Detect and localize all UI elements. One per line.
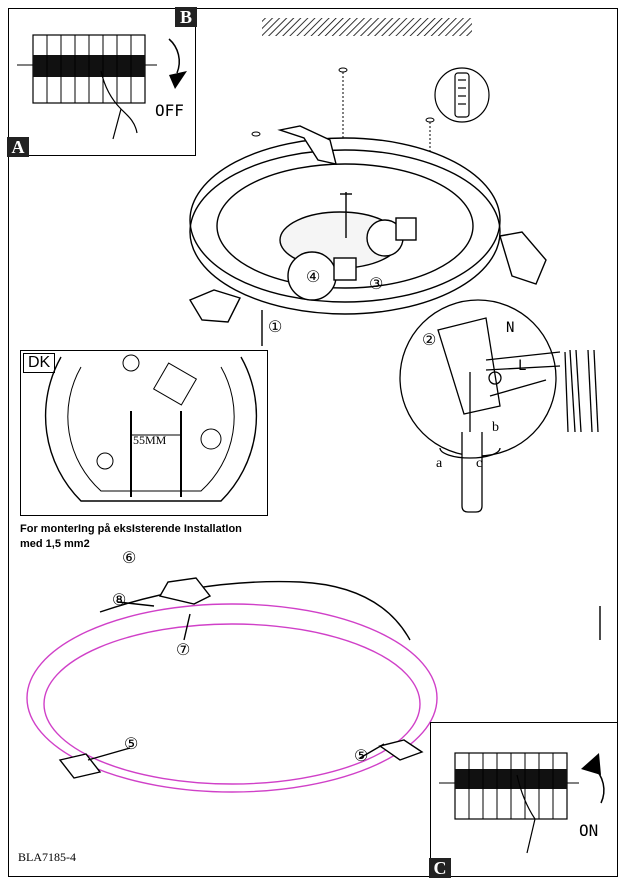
wire-n-label: N [506, 320, 515, 336]
wiring-callout [399, 299, 599, 513]
step-1-label: ① [268, 317, 283, 336]
page-frame [8, 8, 618, 877]
dk-tag: DK [23, 353, 56, 373]
tag-a: A [7, 137, 29, 157]
lamp-base [188, 125, 547, 346]
step-5-right-label: ⑤ [354, 746, 369, 765]
step-5-left-label: ⑤ [124, 734, 139, 753]
arrow-a-label: a [436, 456, 443, 471]
off-label: OFF [155, 101, 184, 120]
document-code: BLA7185-4 [18, 850, 76, 864]
glass-dome [26, 577, 601, 793]
breaker-on-illustration [439, 752, 605, 854]
arrow-down-icon [169, 71, 187, 89]
arrow-b-label: b [492, 420, 499, 435]
wire-l-label: L [518, 358, 527, 374]
panel-dk: DK 55MM [20, 350, 268, 516]
breaker-off-illustration [17, 34, 187, 140]
dowel-callout [434, 67, 490, 123]
step-4-label: ④ [306, 267, 321, 286]
step-8-label: ⑧ [112, 590, 127, 609]
on-label: ON [579, 821, 599, 840]
step-2-label: ② [422, 330, 437, 349]
panel-switch-off: B A OFF [7, 7, 197, 157]
panel-switch-on: C ON [429, 722, 618, 878]
step-7-label: ⑦ [176, 640, 191, 659]
distance-label: 55MM [133, 433, 167, 447]
caption-line-2: med 1,5 mm2 [20, 538, 90, 550]
arrow-up-icon [581, 753, 601, 775]
tag-c: C [429, 858, 451, 878]
arrow-c-label: c [476, 456, 483, 471]
tag-b: B [175, 7, 197, 27]
step-3-label: ③ [369, 274, 384, 293]
caption-line-1: For monterIng på eksIsterende InstallatI… [20, 523, 242, 535]
step-6-label: ⑥ [122, 548, 137, 567]
ceiling-hatch [262, 18, 472, 36]
dk-base-illustration [44, 354, 258, 502]
installation-caption: For monterIng på eksIsterende InstallatI… [20, 522, 242, 552]
